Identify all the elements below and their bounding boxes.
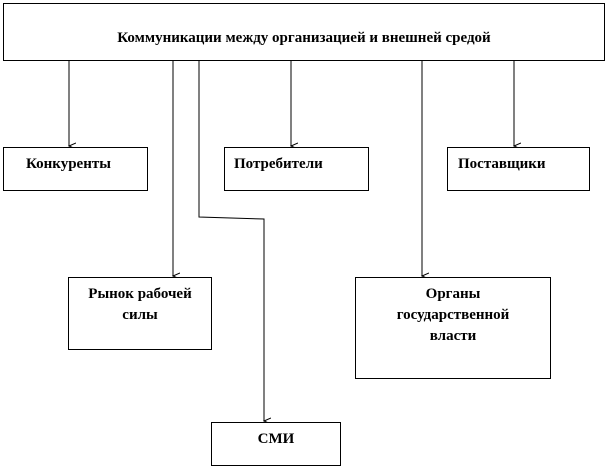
node-media: СМИ [211, 422, 341, 466]
node-labor-market: Рынок рабочей силы [68, 277, 212, 350]
node-competitors: Конкуренты [3, 147, 148, 191]
root-node: Коммуникации между организацией и внешне… [3, 3, 605, 61]
node-suppliers: Поставщики [447, 147, 590, 191]
arrow-media [198, 60, 264, 421]
node-consumers: Потребители [224, 147, 369, 191]
node-government: Органы государственной власти [355, 277, 551, 379]
